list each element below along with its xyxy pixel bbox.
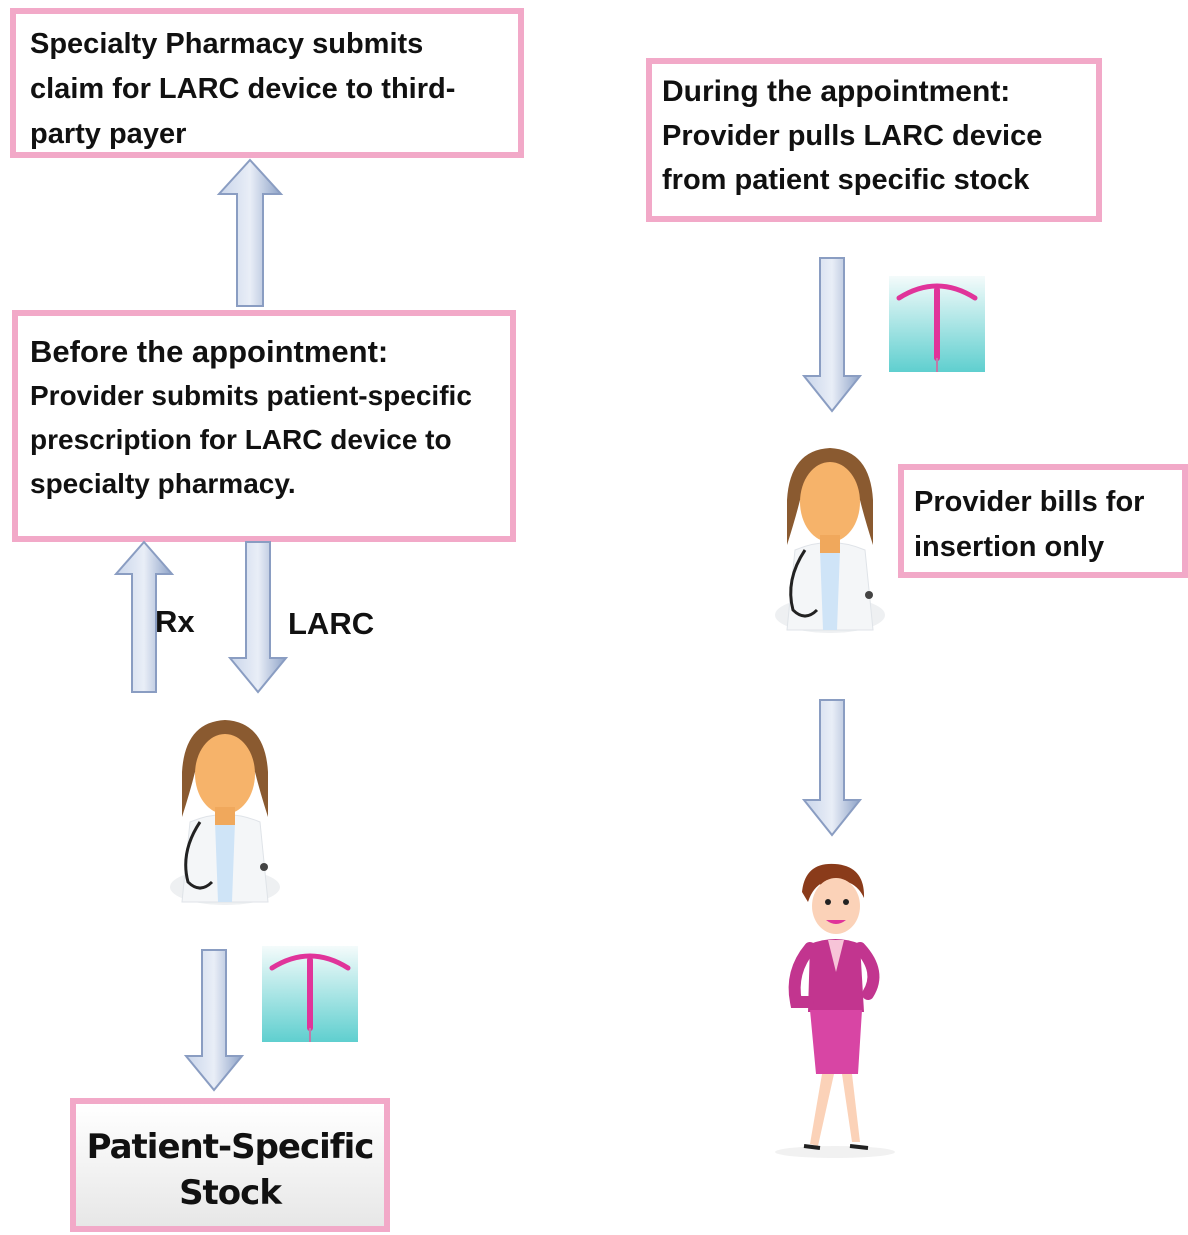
stock-label: Patient-Specific Stock: [86, 1127, 375, 1213]
patient-woman-icon: [775, 863, 895, 1158]
bills-text: Provider bills for insertion only: [914, 486, 1145, 563]
up-arrow-icon: [216, 158, 284, 307]
iud-device-icon: [262, 946, 358, 1042]
rx-up-arrow-icon: [113, 540, 175, 693]
provider-icon: [775, 448, 885, 633]
patient-specific-stock-box: Patient-Specific Stock: [70, 1098, 390, 1232]
during-appointment-box: During the appointment: Provider pulls L…: [646, 58, 1102, 222]
before-title: Before the appointment:: [30, 334, 389, 369]
larc-label: LARC: [288, 606, 375, 641]
during-title: During the appointment:: [662, 75, 1011, 108]
iud-device-icon: [889, 276, 985, 372]
rx-label: Rx: [155, 604, 195, 639]
before-body: Provider submits patient-specific prescr…: [30, 380, 472, 499]
provider-icon: [170, 720, 280, 905]
larc-down-arrow-icon: [227, 541, 289, 694]
claim-text: Specialty Pharmacy submits claim for LAR…: [30, 28, 456, 150]
right-down-arrow-1-icon: [801, 257, 863, 413]
right-down-arrow-2-icon: [801, 699, 863, 837]
before-appointment-box: Before the appointment: Provider submits…: [12, 310, 516, 542]
during-body: Provider pulls LARC device from patient …: [662, 120, 1043, 196]
stock-down-arrow-icon: [183, 949, 245, 1092]
bills-box: Provider bills for insertion only: [898, 464, 1188, 578]
claim-box: Specialty Pharmacy submits claim for LAR…: [10, 8, 524, 158]
